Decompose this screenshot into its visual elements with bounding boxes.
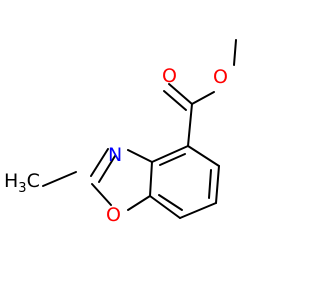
bond-c7a-c7 — [149, 195, 181, 219]
carbonyl-oxygen-label: O — [162, 65, 177, 87]
bond-c7a-c7-inner — [158, 194, 183, 211]
bond-carbonyl-o-double-inner — [163, 90, 187, 111]
bond-c2-n-double — [90, 148, 109, 177]
bond-ester-o-methyl — [233, 39, 237, 66]
bond-c7-c6 — [179, 202, 217, 219]
molecule-diagram: H3C N O O O — [4, 39, 237, 226]
ring-oxygen-label: O — [106, 204, 121, 226]
atom-labels: H3C N O O O — [4, 65, 228, 226]
bond-c4-c3a-inner — [159, 153, 186, 166]
bond-c2-n-double-inner — [98, 155, 116, 183]
bond-c6-c5-inner — [208, 169, 212, 199]
bond-carbonyl-o-double — [168, 83, 193, 105]
bond-methyl-c2 — [42, 171, 77, 187]
bond-group — [42, 39, 237, 219]
bond-c2-o — [91, 183, 112, 206]
bond-c5-c4 — [187, 145, 220, 167]
bond-carbonyl-ester-o — [191, 91, 215, 105]
structure-canvas: H3C N O O O — [4, 39, 237, 226]
bond-c6-c5 — [215, 165, 220, 204]
bond-c4-carbonyl — [187, 103, 193, 147]
bond-o-c7a — [127, 195, 151, 211]
bond-n-c3a — [127, 149, 153, 163]
bond-c3a-c7a — [149, 161, 153, 197]
ester-oxygen-label: O — [213, 66, 228, 88]
ring-nitrogen-label: N — [108, 144, 122, 166]
bond-c4-c3a — [151, 145, 189, 163]
methyl-label: H3C — [4, 170, 40, 196]
